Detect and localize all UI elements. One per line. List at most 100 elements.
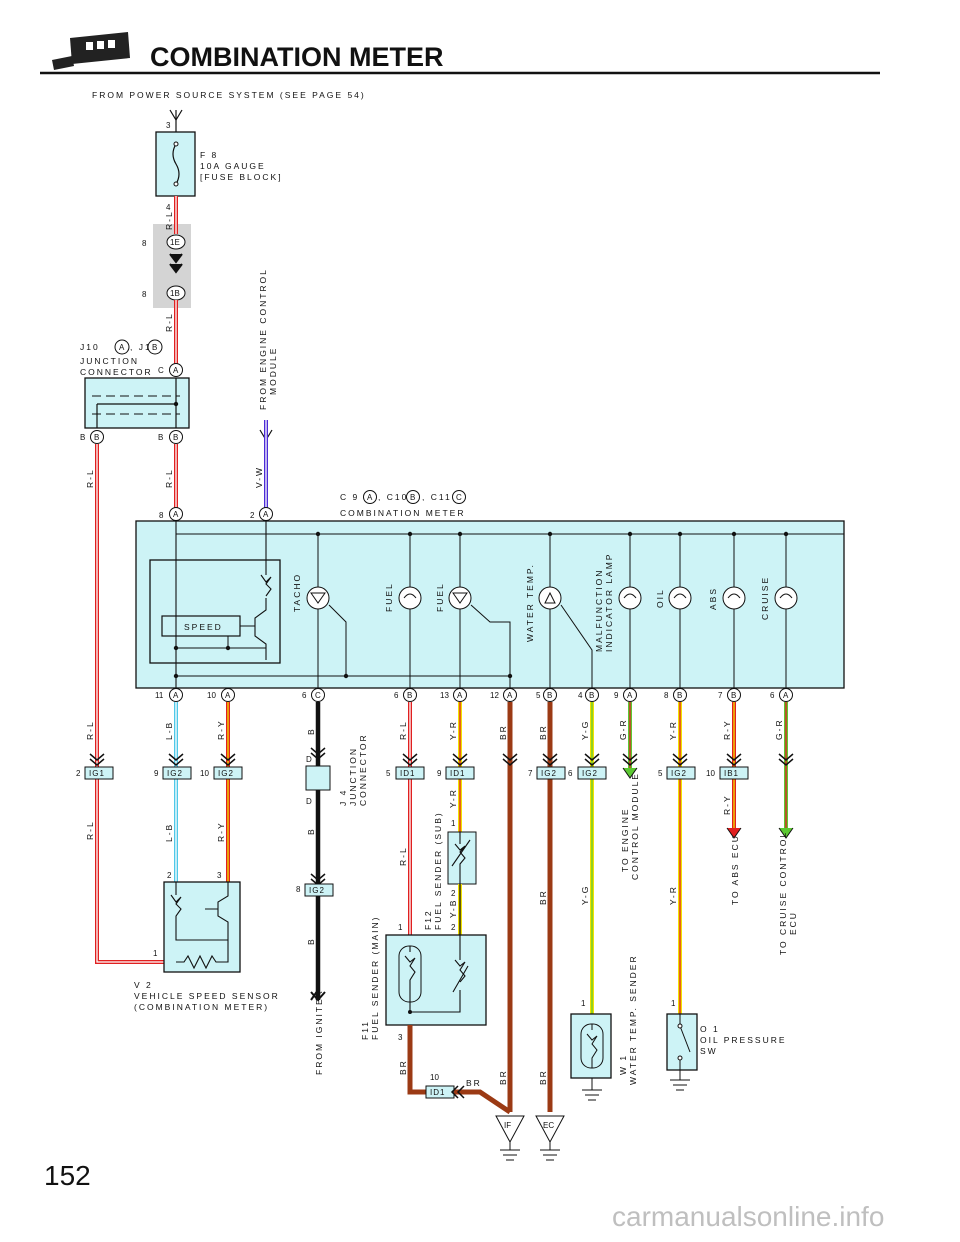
meter-top-pin-8: 8 [159,511,164,520]
bottom-pin: 4 [578,691,583,700]
to-cruise-arrow-icon [778,827,794,839]
connector-1e-label: 1E [170,238,180,247]
ground-ec-icon [535,1115,565,1144]
wire-label-rl-7: R-L [398,720,408,740]
bottom-pin: 12 [490,691,499,700]
ecm-source-label-2: MODULE [268,347,278,395]
wire-label-ry-3: R-Y [722,719,732,740]
connector-arrow-icon [169,253,183,274]
wire-label-br-4: BR [538,889,548,905]
to-cruise-label-2: ECU [788,911,798,935]
tacho-gauge-icon [306,586,330,610]
malfunction-lamp-icon [618,586,642,610]
meter-b-circle: B [410,493,415,502]
conn-1b-pin: 8 [142,290,147,299]
oil-sw-label-2: OIL PRESSURE [700,1035,787,1045]
oil-sw-label-1: O 1 [700,1024,720,1034]
ig1-box: IG1 [89,769,105,778]
gauge-fuel-2: FUEL [435,582,445,612]
wire-label-yr-4: Y-R [668,885,678,905]
cruise-lamp-icon [774,586,798,610]
junction-b1-circle: B [94,433,99,442]
wire-label-gr-2: G-R [774,718,784,740]
water-ground-icon [582,1078,602,1101]
wire-label-br-2: BR [498,1069,508,1085]
fuel-gauge-icon [448,586,472,610]
bottom-pin: 6 [302,691,307,700]
vehicle-speed-sensor-box [163,881,241,973]
junction-conn-b: B [152,343,157,352]
wire-label-rl-4: R-L [85,468,95,488]
bottom-pin: 11 [155,691,164,700]
wire-label-rl-3: R-L [164,468,174,488]
connector-1e [166,234,186,250]
oil-pressure-switch-box [666,1013,698,1071]
bottom-pin: 10 [207,691,216,700]
meter-a-circle: A [367,493,373,502]
water-temp-sender-box [570,1013,612,1079]
meter-id-1: C 9 [340,492,359,502]
fuel-sender-sub-box [447,831,477,885]
ig2-box-f: IG2 [309,886,325,895]
vss-label-1: V 2 [134,980,153,990]
fuel-main-label-2: FUEL SENDER (MAIN) [370,916,380,1040]
ig2-pin-c: 7 [528,769,533,778]
wire-label-br-3: BR [538,724,548,740]
fuel-sub-pin-2a: 2 [451,889,456,898]
ig2-pin-e: 5 [658,769,663,778]
transistor-icon [240,598,267,660]
wire-label-lb-2: L-B [164,823,174,842]
wire-label-ry-1: R-Y [216,719,226,740]
water-sender-label-1: W 1 [618,1054,628,1075]
bottom-letter: A [507,691,513,700]
junction-pin-b1: B [80,433,85,442]
bottom-pin: 13 [440,691,449,700]
wire-label-yr-2: Y-R [448,788,458,808]
oil-lamp-icon [668,586,692,610]
wire-label-yg-2: Y-G [580,885,590,905]
connector-1b-label: 1B [170,289,180,298]
conn-1e-pin: 8 [142,239,147,248]
ig2-box-e: IG2 [671,769,687,778]
wire-label-br-7: BR [466,1078,482,1088]
id1-box-a: ID1 [400,769,415,778]
fuel-sub-resistor-icon [451,832,471,884]
bottom-letter: A [627,691,633,700]
j4-label-1: J 4 [338,789,348,806]
to-ecm-label-2: CONTROL MODULE [630,772,640,880]
water-sender-label-2: WATER TEMP. SENDER [628,954,638,1085]
to-ecm-arrow-icon [622,767,638,779]
bottom-letter: C [315,691,321,700]
wire-label-gr-1: G-R [618,718,628,740]
wire-label-rl-6: R-L [85,820,95,840]
wire-label-ry-2: R-Y [216,821,226,842]
gauge-malfunction-2: INDICATOR LAMP [604,553,614,652]
junction-id: J10 [80,342,100,352]
connector-chevrons [89,747,794,886]
abs-lamp-icon [722,586,746,610]
wire-label-yr-1: Y-R [448,720,458,740]
speed-module [149,559,281,664]
fuse-id: F 8 [200,150,218,160]
junction-b2-circle: B [173,433,178,442]
fuse-icon [172,143,180,185]
wire-label-rl-5: R-L [85,720,95,740]
page-title: COMBINATION METER [150,42,443,72]
water-sender-pin-1: 1 [581,999,586,1008]
vss-circuit-icon [170,882,229,941]
meter-id-3: , C11 [422,492,452,502]
to-ecm-label-1: TO ENGINE [620,807,630,872]
wire-label-vw: V-W [254,466,264,488]
gauge-columns: TACHO FUEL FUEL WATER TEMP. MALFUNCTION … [292,531,798,688]
vss-label-3: (COMBINATION METER) [134,1002,269,1012]
id1-box-c: ID1 [430,1088,445,1097]
ig2-box-d: IG2 [582,769,598,778]
vss-pin-2: 2 [167,871,172,880]
water-temp-gauge-icon [538,586,562,610]
vss-pin-3: 3 [217,871,222,880]
meter-top-a1: A [173,510,179,519]
bottom-letter: B [589,691,594,700]
wire-label-br-6: BR [398,1059,408,1075]
fuel-main-pin-1: 1 [398,923,403,932]
